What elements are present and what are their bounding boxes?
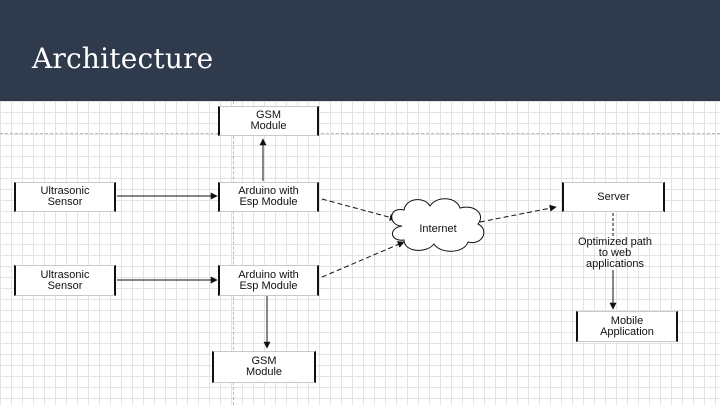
arduino-esp-module-2: Arduino with Esp Module bbox=[218, 265, 319, 296]
ultrasonic-sensor-2: Ultrasonic Sensor bbox=[14, 265, 116, 296]
gsm-module-bottom: GSM Module bbox=[212, 351, 316, 383]
mobile-application-node: Mobile Application bbox=[576, 311, 678, 342]
guide-line-horizontal bbox=[0, 133, 720, 134]
slide-title: Architecture bbox=[32, 42, 214, 75]
server-node: Server bbox=[562, 182, 665, 212]
arduino-esp-module-1: Arduino with Esp Module bbox=[218, 182, 319, 212]
internet-label: Internet bbox=[419, 223, 457, 235]
gsm-module-top: GSM Module bbox=[218, 106, 319, 136]
ultrasonic-sensor-1: Ultrasonic Sensor bbox=[14, 182, 116, 212]
guide-line-vertical bbox=[233, 101, 234, 405]
slide-header: Architecture bbox=[0, 0, 720, 101]
optimized-path-label: Optimized path to web applications bbox=[578, 236, 652, 270]
